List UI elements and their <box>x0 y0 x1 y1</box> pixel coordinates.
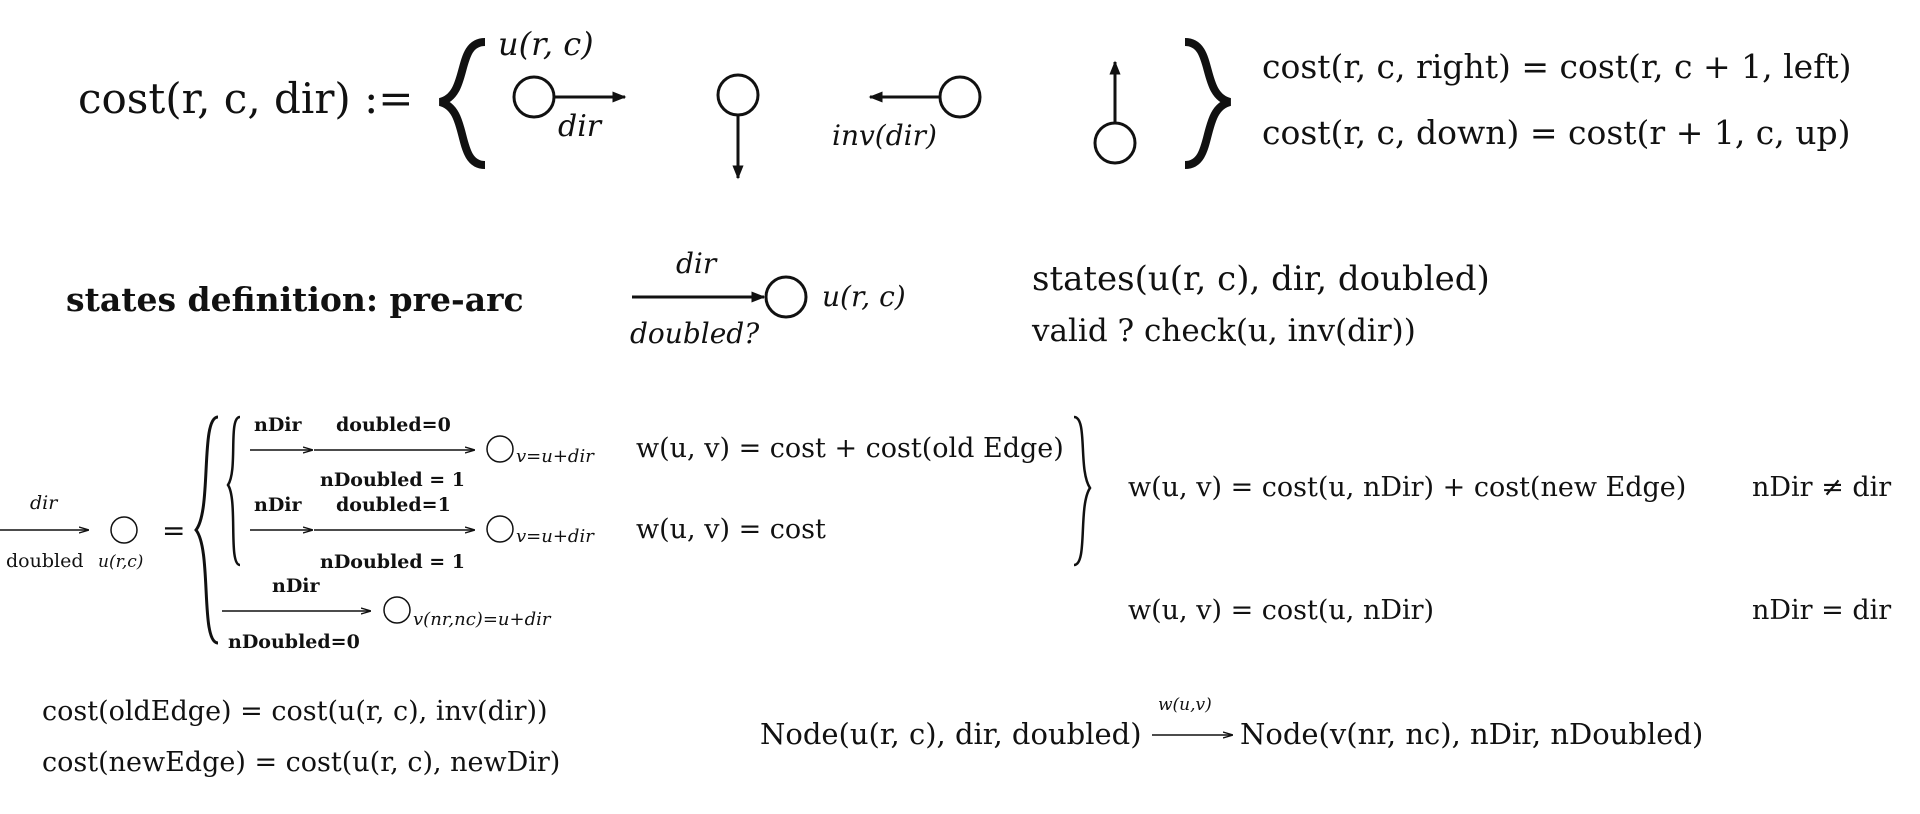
straight-cond: nDir = dir <box>1752 595 1892 626</box>
cases-outer-brace <box>194 415 219 645</box>
cost-eq-down: cost(r, c, down) = cost(r + 1, c, up) <box>1262 113 1851 152</box>
node-transition-from: Node(u(r, c), dir, doubled) <box>760 717 1142 751</box>
state-node-circle <box>764 275 808 319</box>
case3-bottom: nDoubled=0 <box>228 631 360 653</box>
cost-lhs: cost(r, c, dir) := <box>78 74 414 123</box>
case2-target-circle <box>486 515 514 543</box>
states-arc-doubled: doubled? <box>630 317 760 350</box>
footer-new-edge: cost(newEdge) = cost(u(r, c), newDir) <box>42 747 561 778</box>
incoming-dir-label: dir <box>30 492 58 514</box>
case1-target: v=u+dir <box>516 446 594 467</box>
node-transition-arrow-label: w(u,v) <box>1158 695 1212 715</box>
valid-line: valid ? check(u, inv(dir)) <box>1032 313 1416 349</box>
right-brace-large <box>1184 38 1232 169</box>
states-arc-dir: dir <box>676 247 717 280</box>
states-node-label: u(r, c) <box>822 280 906 313</box>
node-down-circle <box>716 73 760 117</box>
brace-weight: w(u, v) = cost(u, nDir) + cost(new Edge) <box>1128 472 1687 503</box>
states-line: states(u(r, c), dir, doubled) <box>1032 259 1490 299</box>
case2-bottom: nDoubled = 1 <box>320 551 466 573</box>
cost-dir-label: dir <box>558 109 602 144</box>
case1-top-right: doubled=0 <box>336 414 451 436</box>
left-brace-large <box>438 38 486 169</box>
case2-top-right: doubled=1 <box>336 494 451 516</box>
case2-top-left: nDir <box>254 494 302 516</box>
cases-right-brace <box>1073 415 1092 567</box>
footer-old-edge: cost(oldEdge) = cost(u(r, c), inv(dir)) <box>42 696 548 727</box>
case2-target: v=u+dir <box>516 526 594 547</box>
case3-target: v(nr,nc)=u+dir <box>413 609 551 630</box>
brace-cond: nDir ≠ dir <box>1752 472 1892 503</box>
cost-eq-right: cost(r, c, right) = cost(r, c + 1, left) <box>1262 47 1852 86</box>
incoming-doubled-label: doubled <box>6 550 84 572</box>
case1-top-left: nDir <box>254 414 302 436</box>
transitions-equals: = <box>162 514 186 547</box>
incoming-node-label: u(r,c) <box>98 552 144 572</box>
cost-node-label: u(r, c) <box>498 25 594 63</box>
node-right-circle <box>512 75 556 119</box>
case2-weight: w(u, v) = cost <box>636 514 826 545</box>
states-title: states definition: pre-arc <box>66 280 524 319</box>
case1-bottom: nDoubled = 1 <box>320 469 466 491</box>
case1-target-circle <box>486 435 514 463</box>
case3-top: nDir <box>272 575 320 597</box>
incoming-node-circle <box>110 516 138 544</box>
case3-target-circle <box>383 596 411 624</box>
node-up-circle <box>1093 121 1137 165</box>
cost-inv-label: inv(dir) <box>832 119 937 152</box>
straight-weight: w(u, v) = cost(u, nDir) <box>1128 595 1435 626</box>
node-transition-to: Node(v(nr, nc), nDir, nDoubled) <box>1240 717 1704 751</box>
node-left-circle <box>938 75 982 119</box>
case1-weight: w(u, v) = cost + cost(old Edge) <box>636 433 1064 464</box>
cases-inner-brace <box>226 415 241 567</box>
